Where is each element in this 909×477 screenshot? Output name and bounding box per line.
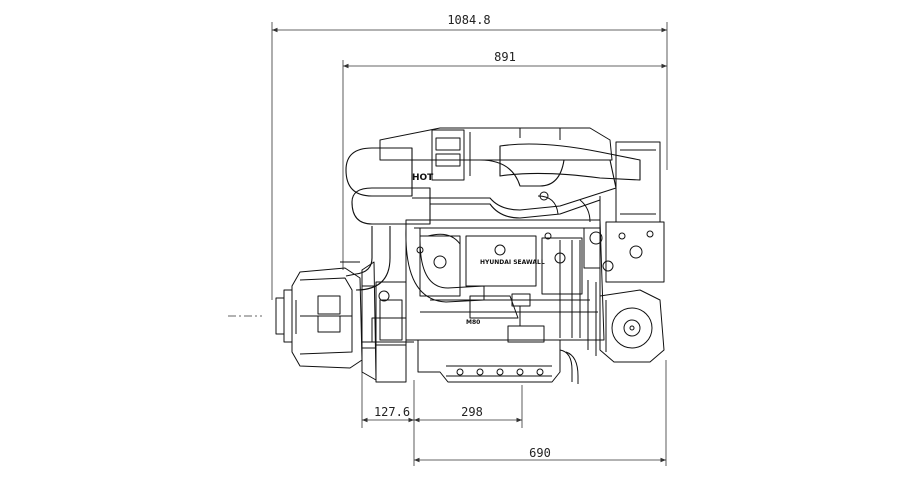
dim-engine-length: 891 xyxy=(494,50,516,64)
small-plate-label: M80 xyxy=(466,319,480,326)
exhaust-manifold xyxy=(345,143,641,291)
bell-housing xyxy=(361,261,407,383)
engine-block xyxy=(405,219,605,341)
alternator xyxy=(599,289,665,363)
heat-exchanger xyxy=(605,141,665,283)
dim-front-to-mount: 298 xyxy=(461,405,483,419)
brand-plate-label: HYUNDAI SEAWALL xyxy=(480,259,545,266)
hoses xyxy=(416,191,654,254)
dim-base-length: 690 xyxy=(529,446,551,460)
front-pulleys xyxy=(583,196,614,356)
dimension-labels: 1084.8 891 127.6 298 690 xyxy=(374,13,551,460)
oil-pan xyxy=(417,339,579,384)
dim-offset: 127.6 xyxy=(374,405,410,419)
hot-warning-label: HOT xyxy=(412,173,434,183)
gearbox xyxy=(275,261,376,369)
part-labels: HOT HYUNDAI SEAWALL M80 xyxy=(412,173,545,326)
intake-pipe xyxy=(405,227,531,326)
dim-overall-length: 1084.8 xyxy=(447,13,490,27)
engine-outline xyxy=(275,127,665,384)
cylinder-head xyxy=(379,127,613,181)
engine-mounts xyxy=(362,317,545,343)
